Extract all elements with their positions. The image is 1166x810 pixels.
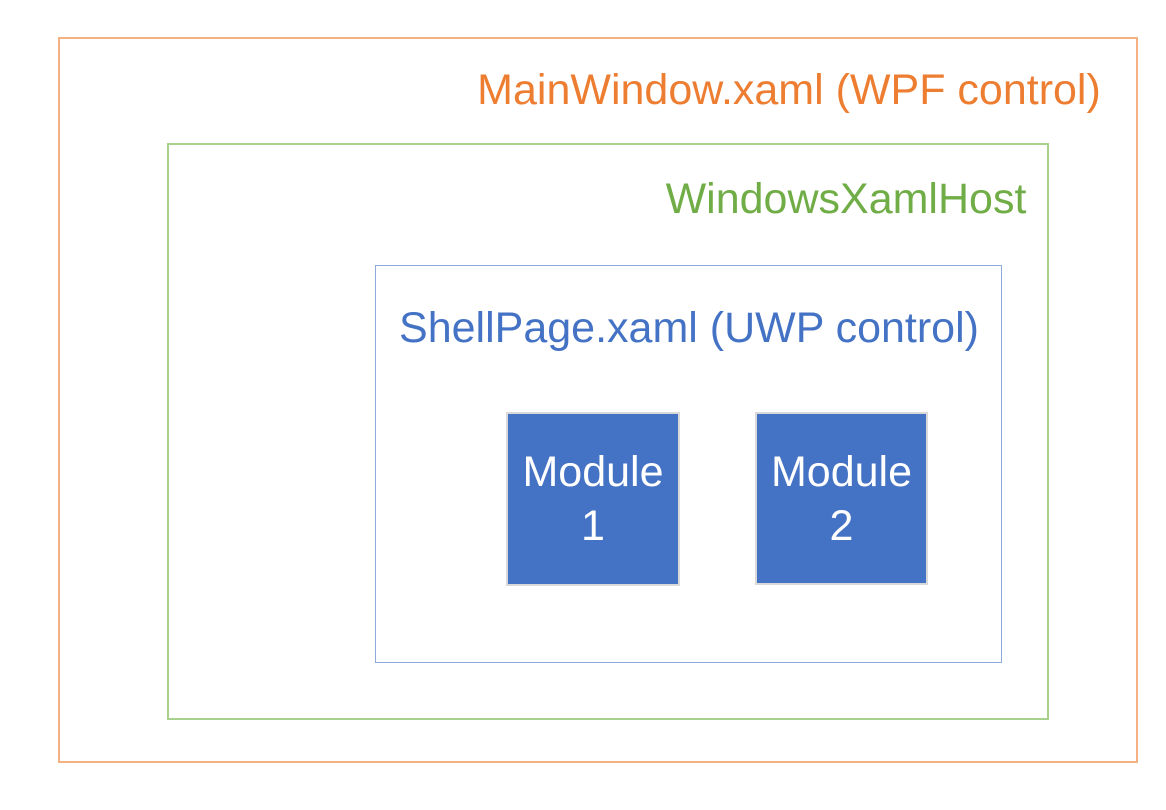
module-2-label-line2: 2: [829, 501, 854, 550]
windowsxamlhost-box: WindowsXamlHost ShellPage.xaml (UWP cont…: [167, 143, 1049, 720]
shellpage-label: ShellPage.xaml (UWP control): [399, 304, 979, 352]
mainwindow-label: MainWindow.xaml (WPF control): [477, 66, 1101, 114]
shellpage-box: ShellPage.xaml (UWP control) Module 1 Mo…: [375, 265, 1002, 663]
module-1-box: Module 1: [506, 412, 680, 586]
module-2-label-line1: Module: [770, 447, 913, 496]
module-1-label-line2: 1: [581, 502, 605, 550]
windowsxamlhost-label: WindowsXamlHost: [665, 175, 1027, 223]
module-1-label-line1: Module: [522, 448, 664, 496]
mainwindow-box: MainWindow.xaml (WPF control) WindowsXam…: [58, 37, 1138, 763]
module-2-box: Module 2: [755, 412, 928, 585]
